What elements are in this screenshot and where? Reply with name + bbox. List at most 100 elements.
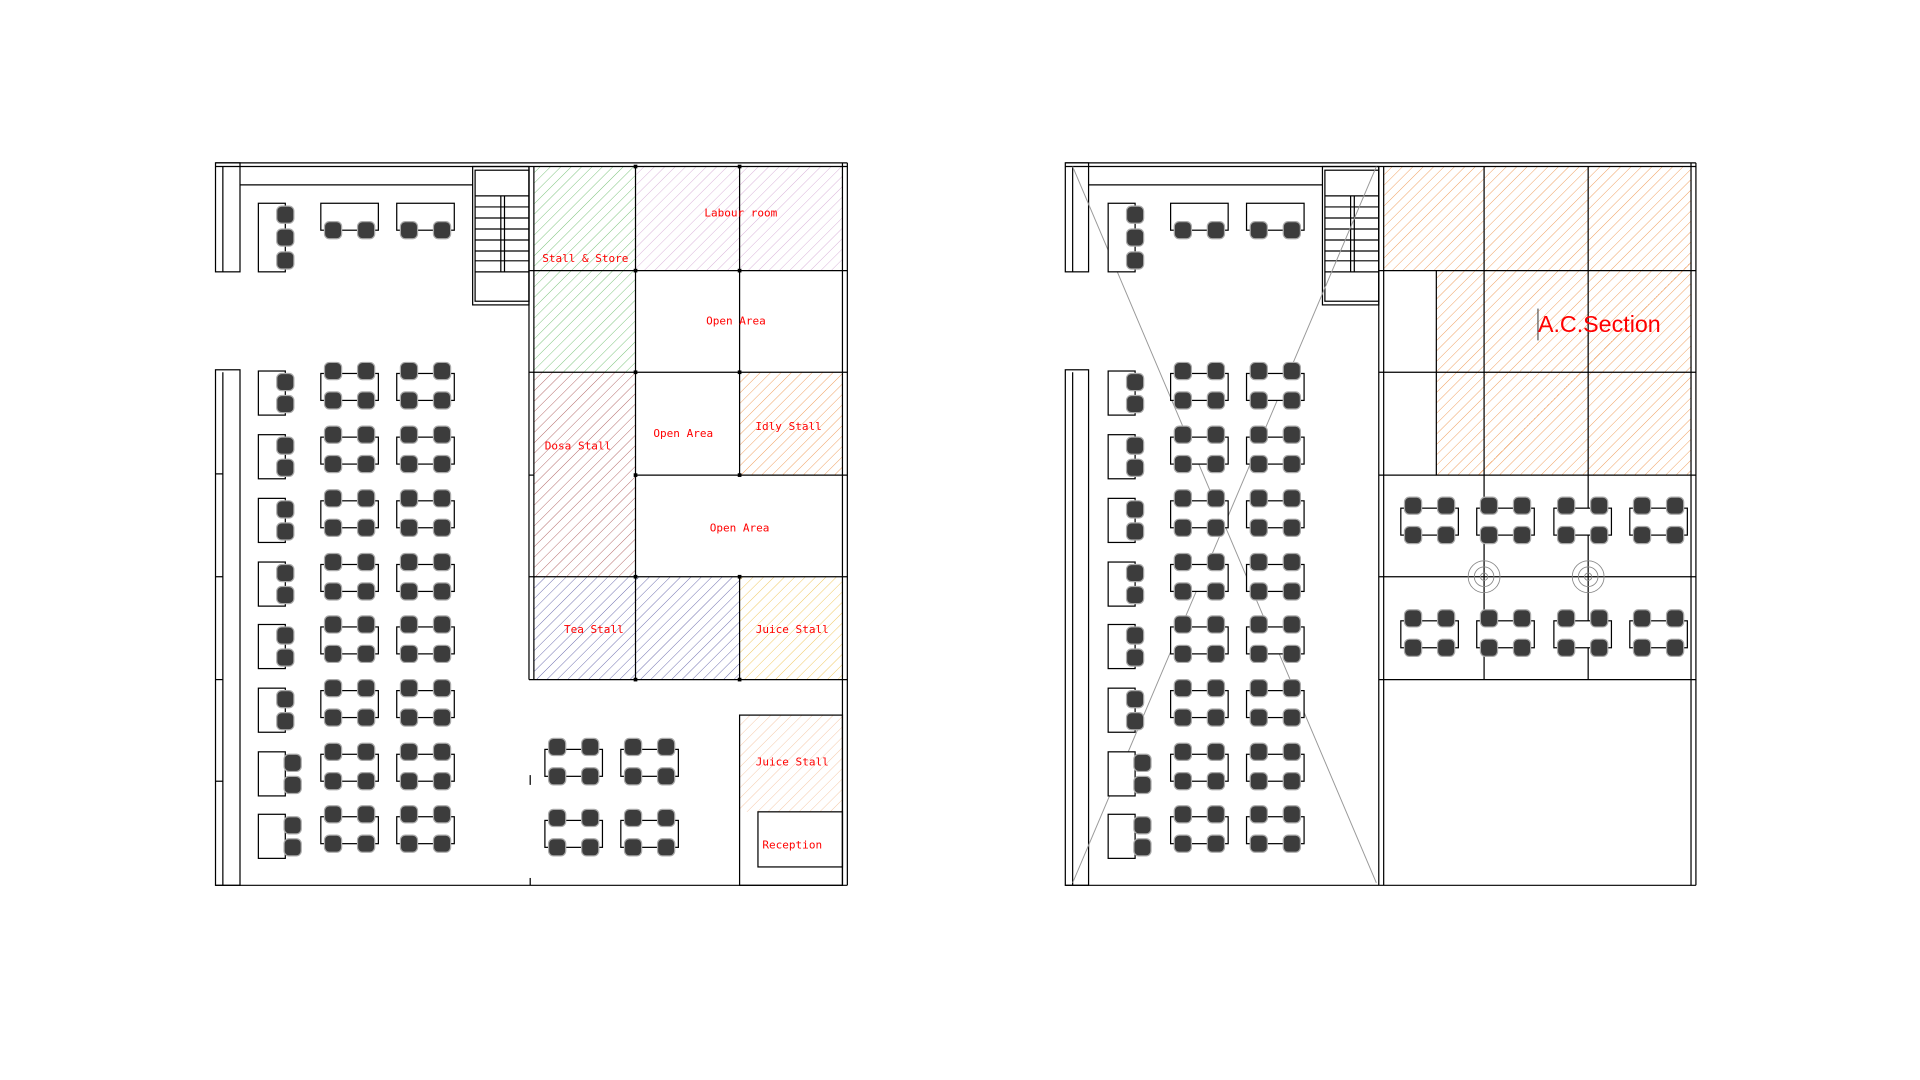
chair-icon xyxy=(1249,518,1268,537)
chair-icon xyxy=(1206,221,1226,240)
chair-icon xyxy=(1249,644,1268,664)
chair-icon xyxy=(399,552,419,572)
chair-icon xyxy=(1632,525,1652,545)
table-with-chairs xyxy=(1170,361,1229,410)
chair-icon xyxy=(399,489,419,508)
chair-icon xyxy=(1436,609,1456,628)
table-with-chairs xyxy=(396,805,455,853)
chair-icon xyxy=(432,742,452,762)
chair-icon xyxy=(276,436,295,455)
column-marker xyxy=(633,370,638,375)
table-with-chairs xyxy=(1245,552,1305,601)
chair-icon xyxy=(1173,772,1193,791)
chair-icon xyxy=(1282,361,1302,381)
idly-stall-zone xyxy=(739,372,843,476)
staircase-first xyxy=(1321,165,1380,306)
chair-icon xyxy=(399,834,419,853)
chair-icon xyxy=(283,775,302,795)
table-with-chairs xyxy=(396,425,455,474)
chair-icon xyxy=(399,615,419,634)
chair-icon xyxy=(399,742,419,762)
chair-icon xyxy=(1282,454,1302,474)
tea-stall-zone xyxy=(533,576,740,680)
chair-icon xyxy=(1665,609,1685,628)
ground-floor-plan: Stall & Store Labour room Open Area Dosa… xyxy=(214,162,848,886)
chair-icon xyxy=(1632,638,1652,657)
chair-icon xyxy=(432,805,452,824)
chair-icon xyxy=(1125,394,1145,414)
chair-icon xyxy=(1282,708,1302,727)
chair-icon xyxy=(1125,372,1145,392)
chair-icon xyxy=(1282,518,1302,537)
chair-icon xyxy=(1173,678,1193,698)
label-idly-stall: Idly Stall xyxy=(755,420,821,433)
chair-icon xyxy=(356,489,376,508)
table-with-chairs xyxy=(1400,609,1459,657)
stall-grid xyxy=(528,166,848,886)
side-table-with-chairs xyxy=(257,434,295,480)
label-labour-room: Labour room xyxy=(704,207,777,220)
table-with-chairs xyxy=(1245,425,1305,474)
chair-icon xyxy=(276,712,295,731)
dosa-stall-zone xyxy=(533,372,636,577)
chair-icon xyxy=(1206,678,1226,698)
side-table-with-chairs xyxy=(1107,561,1145,607)
chair-icon xyxy=(1125,500,1145,519)
chair-icon xyxy=(356,834,376,853)
chair-icon xyxy=(623,737,643,757)
chair-icon xyxy=(356,454,376,474)
chair-icon xyxy=(1133,775,1152,795)
chair-icon xyxy=(1125,626,1145,645)
chair-icon xyxy=(323,708,343,727)
chair-icon xyxy=(323,742,343,762)
chair-icon xyxy=(283,816,302,835)
chair-icon xyxy=(1206,805,1226,824)
chair-icon xyxy=(1249,425,1268,444)
chair-icon xyxy=(323,615,343,634)
chair-icon xyxy=(432,489,452,508)
label-open-area-1: Open Area xyxy=(706,314,766,327)
chair-icon xyxy=(656,808,676,828)
chair-icon xyxy=(356,221,376,240)
chair-icon xyxy=(432,582,452,601)
chair-icon xyxy=(356,582,376,601)
chair-icon xyxy=(356,742,376,762)
table-with-chairs xyxy=(1170,615,1229,664)
chair-icon xyxy=(399,644,419,664)
label-ac-section: A.C.Section xyxy=(1538,311,1661,337)
table-with-chairs xyxy=(1553,609,1613,657)
chair-icon xyxy=(1173,552,1193,572)
chair-icon xyxy=(1249,454,1268,474)
table-with-chairs xyxy=(1553,496,1613,545)
chair-icon xyxy=(1512,609,1532,628)
chair-icon xyxy=(399,221,419,240)
column-marker xyxy=(633,164,638,169)
table-with-chairs xyxy=(396,678,455,727)
chair-icon xyxy=(1125,251,1145,270)
side-table-with-chairs xyxy=(1107,751,1152,797)
table-with-chairs xyxy=(1170,202,1229,240)
side-table-with-chairs xyxy=(257,202,295,273)
ceiling-fan-icon xyxy=(1467,560,1501,594)
chair-icon xyxy=(1479,638,1499,657)
chair-icon xyxy=(323,772,343,791)
chair-icon xyxy=(432,552,452,572)
chair-icon xyxy=(276,372,295,392)
table-with-chairs xyxy=(1245,742,1305,791)
chair-icon xyxy=(323,489,343,508)
table-with-chairs xyxy=(544,737,604,786)
label-juice-stall-2: Juice Stall xyxy=(756,755,829,768)
chair-icon xyxy=(1512,525,1532,545)
table-with-chairs xyxy=(1170,489,1229,537)
chair-icon xyxy=(1479,609,1499,628)
side-table-with-chairs xyxy=(1107,202,1145,273)
chair-icon xyxy=(1590,609,1609,628)
chair-icon xyxy=(1479,496,1499,515)
chair-icon xyxy=(1125,228,1145,247)
chair-icon xyxy=(356,615,376,634)
chair-icon xyxy=(1556,496,1576,515)
chair-icon xyxy=(276,563,295,583)
chair-icon xyxy=(276,205,295,224)
chair-icon xyxy=(547,767,567,786)
chair-icon xyxy=(432,834,452,853)
